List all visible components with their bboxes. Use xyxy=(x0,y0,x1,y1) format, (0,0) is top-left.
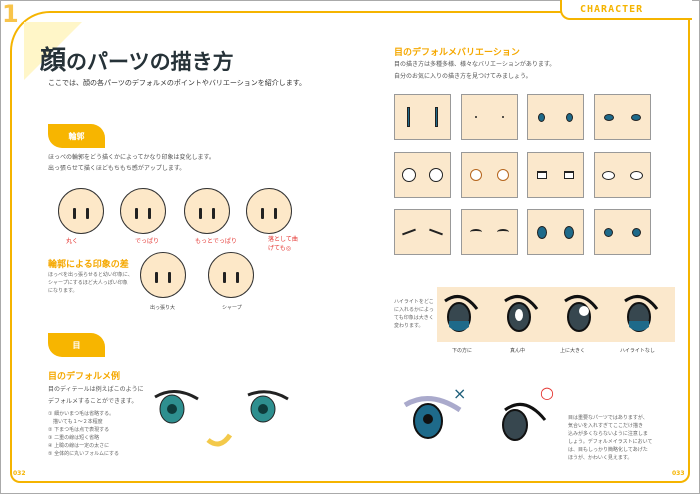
note-text: しょう。デフォルメイラストにおいて xyxy=(568,439,653,445)
page-title: 顔のパーツの描き方 xyxy=(40,46,234,76)
good-bad-eyes xyxy=(403,396,547,441)
face-bulge xyxy=(120,188,166,234)
eye-subheading: 目のデフォルメ例 xyxy=(48,372,121,382)
eye-variation xyxy=(527,152,584,198)
face-bulge-large xyxy=(140,252,186,298)
bad-mark: × xyxy=(453,384,467,403)
eye-variation xyxy=(594,209,651,255)
eye-variation xyxy=(394,209,451,255)
caption: シャープ xyxy=(222,305,242,311)
left-page xyxy=(10,11,370,483)
point: ② 下まつ毛は点で表現する xyxy=(48,427,110,433)
point: ⑤ 全体的に丸いフォルムにする xyxy=(48,451,120,457)
point: ④ 上瞼の線は一定の太さに xyxy=(48,443,110,449)
page-number-left: 032 xyxy=(13,470,26,477)
variation-desc: 自分のお気に入りの描き方を見つけてみましょう。 xyxy=(394,73,532,80)
note-text: は、目もしっかり簡略化してあげた xyxy=(568,447,648,453)
eye-label: 目 xyxy=(48,333,105,357)
caption: 真ん中 xyxy=(510,348,526,354)
eye-variation xyxy=(461,209,518,255)
note-text: 気合いを入れすぎてここだけ描き xyxy=(568,423,644,429)
face-round xyxy=(58,188,104,234)
subdesc: になります。 xyxy=(48,288,78,294)
caption: ハイライトなし xyxy=(620,348,655,354)
section-label: CHARACTER xyxy=(580,4,644,15)
eye-variation xyxy=(394,94,451,140)
outline-label: 輪郭 xyxy=(48,124,105,148)
highlight-eyes xyxy=(444,295,659,332)
subdesc: シャープにするほど大人っぽい印象 xyxy=(48,280,128,286)
note-text: 込みが多くならないように注意しま xyxy=(568,431,648,437)
note-text: 目は重要なパーツではありますが、 xyxy=(568,415,648,421)
highlight-desc: ハイライトをどこ xyxy=(394,299,434,305)
caption: 上に大きく xyxy=(560,348,586,354)
eye-variation xyxy=(594,152,651,198)
highlight-desc: 変わります。 xyxy=(394,323,424,329)
outline-desc: 出っ張らせて描くほどもちもち感がアップします。 xyxy=(48,165,186,172)
eye-variation xyxy=(594,94,651,140)
note: もっとでっぱり xyxy=(195,238,237,245)
highlight-desc: に入れるかによっ xyxy=(394,307,434,313)
face-sharp xyxy=(208,252,254,298)
note: でっぱり xyxy=(135,238,160,245)
eye-variation xyxy=(527,94,584,140)
outline-desc: ほっぺの輪郭をどう描くかによってかなり印象は変化します。 xyxy=(48,154,215,161)
variation-desc: 目の描き方は多種多様、様々なバリエーションがあります。 xyxy=(394,61,556,68)
eye-comparison-illustration xyxy=(154,390,289,447)
note: 丸く xyxy=(66,238,79,245)
variation-subheading: 目のデフォルメバリエーション xyxy=(394,48,520,58)
note-text: ほうが、かわいく見えます。 xyxy=(568,455,633,461)
point: ① 細かいまつ毛は省略する。 xyxy=(48,411,115,417)
eye-desc: 目のディテールは例えばこのように xyxy=(48,386,144,393)
eye-variation xyxy=(461,152,518,198)
right-page xyxy=(370,11,690,483)
eye-desc: デフォルメすることができます。 xyxy=(48,398,138,405)
title-decoration xyxy=(24,22,82,80)
caption: 出っ張り大 xyxy=(150,305,176,311)
section-tab xyxy=(560,0,692,20)
eye-variation xyxy=(394,152,451,198)
chapter-number: 1 xyxy=(2,0,19,28)
point: ③ 二重の線は短く省略 xyxy=(48,435,100,441)
outline-subheading: 輪郭による印象の差 xyxy=(48,260,129,270)
note: 落として曲げても◎ xyxy=(268,236,298,252)
eye-variation xyxy=(461,94,518,140)
highlight-desc: ても印象は大きく xyxy=(394,315,434,321)
eye-variation xyxy=(527,209,584,255)
face-bigbulge xyxy=(184,188,230,234)
point: 描いても１〜２本程度 xyxy=(48,419,103,425)
subdesc: ほっぺを出っ張らせると幼い印象に、 xyxy=(48,272,133,278)
intro-text: ここでは、顔の各パーツのデフォルメのポイントやバリエーションを紹介します。 xyxy=(48,79,307,87)
caption: 下の方に xyxy=(452,348,473,354)
page-number-right: 033 xyxy=(672,470,685,477)
face-drop xyxy=(246,188,292,234)
good-mark: ○ xyxy=(540,383,554,402)
